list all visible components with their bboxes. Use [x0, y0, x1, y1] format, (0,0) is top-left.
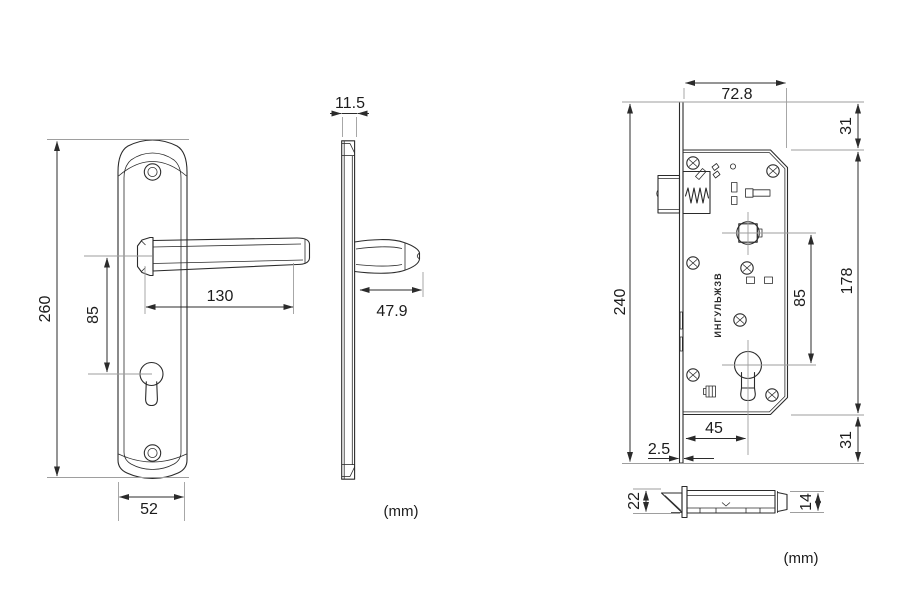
side-view-dimensions: 11.5 47.9 (mm)	[330, 95, 424, 520]
handle-side-bevel-top	[355, 246, 403, 250]
dim-label-case-height: 178	[839, 268, 856, 295]
handle-lever-bevel-bottom	[152, 259, 304, 264]
faceplate-slot	[679, 336, 683, 352]
screw	[686, 368, 700, 382]
slot-plate-square	[745, 188, 754, 198]
screw	[765, 388, 779, 402]
dim-label-case-width: 72.8	[721, 86, 752, 103]
latch-bolt-notch	[656, 189, 659, 198]
screw	[740, 261, 754, 275]
plate-outline	[117, 139, 188, 480]
side-plate-bottom-bevel	[349, 466, 355, 477]
plate-top-edge-band	[118, 161, 187, 177]
dim-label-plate-thickness: 11.5	[335, 95, 365, 112]
small-tilted-part	[711, 163, 720, 171]
small-pin-hole	[730, 163, 737, 170]
dim-label-lever-projection: 47.9	[376, 303, 407, 320]
latch-lever-flag	[695, 168, 707, 180]
latch-body-notch	[721, 502, 731, 507]
handle-hub-chamfer-top	[141, 240, 146, 246]
lock-cylinder-stem	[740, 371, 756, 402]
latch-bolt	[657, 174, 681, 214]
latch-bevel-head	[660, 492, 683, 514]
small-tilted-part	[712, 170, 721, 179]
dim-label-handle-to-cylinder: 85	[85, 306, 102, 324]
dim-label-hub-to-cylinder: 85	[792, 289, 809, 307]
retainer-clip	[703, 385, 716, 398]
latch-view-dimensions: 22 14 (mm)	[626, 488, 824, 567]
bottom-screw-hole-inner	[147, 447, 158, 458]
latch-bevel-inner-line	[664, 495, 682, 511]
latch-tail	[776, 491, 788, 513]
handle-plate-front-view	[117, 139, 311, 480]
side-plate-top-bevel	[349, 143, 355, 154]
plate-side-view	[341, 140, 421, 480]
handle-lever-bevel-top	[152, 243, 302, 248]
small-rect-hole	[731, 182, 738, 193]
dim-label-top-margin: 31	[838, 117, 855, 135]
small-square-hole	[746, 276, 755, 284]
slot-plate-bar	[752, 189, 771, 197]
handle-side-bevel-bottom	[355, 264, 403, 267]
screw	[766, 164, 780, 178]
front-view-dimensions: 260 85 130 52	[37, 139, 294, 521]
lock-view-dimensions: 72.8 240 31 178 85 31 45 2.5	[612, 80, 864, 464]
case-screws	[686, 156, 780, 402]
faceplate-slot	[679, 311, 683, 330]
dim-label-section-height: 22	[626, 492, 643, 510]
latch-faceplate-section	[681, 485, 688, 519]
lock-case-outline	[682, 149, 789, 416]
small-rect-hole	[731, 196, 738, 205]
plate-bevel-line	[123, 152, 182, 470]
screw	[686, 256, 700, 270]
latch-section-view	[660, 485, 788, 519]
handle-lever	[152, 237, 311, 272]
lock-case-inner-line	[683, 152, 786, 413]
handle-side-profile	[354, 239, 421, 274]
latch-housing	[682, 170, 711, 215]
cylinder-hole-stem	[145, 381, 158, 407]
bottom-screw-hole	[143, 444, 162, 462]
units-note-right: (mm)	[784, 550, 819, 567]
dim-label-faceplate-height: 240	[612, 289, 629, 316]
handle-side-end-concave	[416, 252, 420, 260]
dim-label-plate-width: 52	[140, 501, 158, 518]
dim-label-overall-height: 260	[37, 296, 54, 323]
top-screw-hole-inner	[147, 166, 158, 177]
screw	[686, 156, 700, 170]
latch-spring	[684, 187, 710, 204]
dim-label-backset: 45	[705, 420, 723, 437]
brand-stamp: ИНГУЛЬЖЗВ	[713, 272, 723, 337]
dim-label-faceplate-thickness: 2.5	[648, 441, 670, 458]
dim-label-bottom-margin: 31	[838, 431, 855, 449]
lock-body-view: ИНГУЛЬЖЗВ	[656, 101, 789, 464]
units-note-left: (mm)	[384, 503, 419, 520]
top-screw-hole	[143, 163, 162, 181]
latch-body	[686, 489, 776, 514]
dim-label-latch-thickness: 14	[798, 493, 815, 511]
dim-label-lever-length: 130	[207, 288, 234, 305]
screw	[733, 313, 747, 327]
small-square-hole	[764, 276, 773, 284]
